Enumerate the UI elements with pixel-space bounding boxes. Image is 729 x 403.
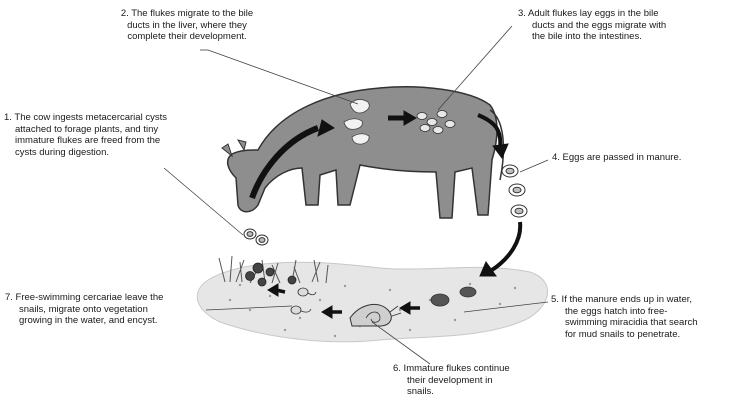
step-1-label: 1. The cow ingests metacercarial cysts a… (4, 112, 216, 158)
step-7-line-2: snails, migrate onto vegetation (5, 304, 210, 316)
step-4-line-1: 4. Eggs are passed in manure. (552, 152, 722, 164)
step-6-label: 6. Immature flukes continue their develo… (393, 363, 543, 398)
step-6-line-1: 6. Immature flukes continue (393, 363, 543, 375)
step-5-line-4: for mud snails to penetrate. (551, 329, 729, 341)
step-6-line-3: snails. (393, 386, 543, 398)
step-2-line-2: ducts in the liver, where they (82, 20, 292, 32)
step-3-line-1: 3. Adult flukes lay eggs in the bile (518, 8, 714, 20)
step-1-line-1: 1. The cow ingests metacercarial cysts (4, 112, 216, 124)
cow-icon (222, 87, 503, 218)
step-7-label: 7. Free-swimming cercariae leave the sna… (5, 292, 210, 327)
step-4-label: 4. Eggs are passed in manure. (552, 152, 722, 164)
step-2-line-1: 2. The flukes migrate to the bile (82, 8, 292, 20)
step-3-line-2: ducts and the eggs migrate with (518, 20, 714, 32)
step-3-line-3: the bile into the intestines. (518, 31, 714, 43)
step-7-line-1: 7. Free-swimming cercariae leave the (5, 292, 210, 304)
step-1-line-4: cysts during digestion. (4, 147, 216, 159)
cyst-icon (244, 229, 268, 245)
step-5-line-2: the eggs hatch into free- (551, 306, 729, 318)
step-3-label: 3. Adult flukes lay eggs in the bile duc… (518, 8, 714, 43)
step-2-label: 2. The flukes migrate to the bile ducts … (82, 8, 292, 43)
step-5-line-1: 5. If the manure ends up in water, (551, 294, 729, 306)
step-5-line-3: swimming miracidia that search (551, 317, 729, 329)
step-1-line-3: immature flukes are freed from the (4, 135, 216, 147)
step-5-label: 5. If the manure ends up in water, the e… (551, 294, 729, 340)
step-7-line-3: growing in the water, and encyst. (5, 315, 210, 327)
egg-icon (502, 165, 527, 217)
step-2-line-3: complete their development. (82, 31, 292, 43)
step-1-line-2: attached to forage plants, and tiny (4, 124, 216, 136)
step-6-line-2: their development in (393, 375, 543, 387)
